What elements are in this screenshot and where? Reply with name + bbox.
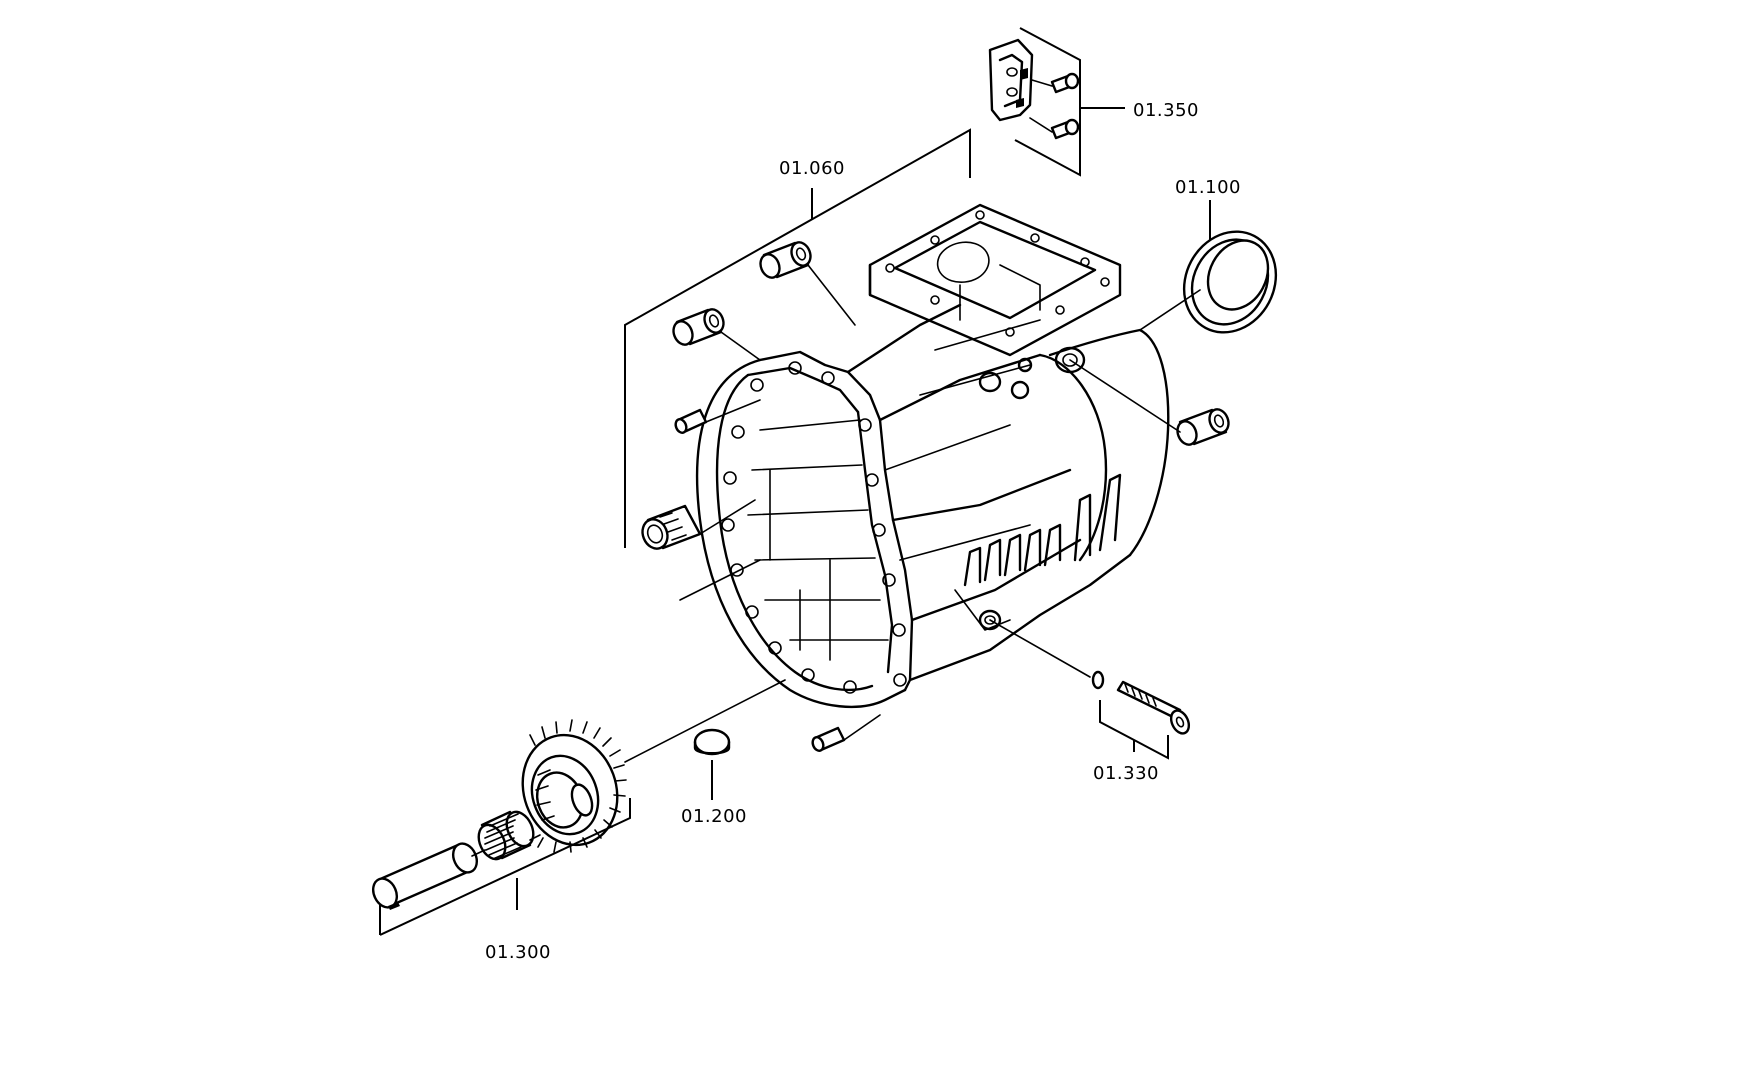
transmission-housing[interactable] [695,203,1170,709]
callout-housing: 01.060 [779,158,845,179]
shift-bracket[interactable] [988,27,1081,177]
idler-shaft[interactable] [369,840,482,911]
flange-bolt-holes [721,361,907,694]
housing-screw[interactable] [1091,670,1192,736]
idler-gear[interactable] [508,719,633,858]
sealing-plug[interactable] [693,728,731,756]
callout-bracket: 01.350 [1133,100,1199,121]
idler-gear-set[interactable] [369,719,633,911]
callout-gear-set: 01.300 [485,942,551,963]
callout-screw: 01.330 [1093,763,1159,784]
housing-fins [963,473,1122,587]
callout-plug: 01.200 [681,806,747,827]
callout-seal: 01.100 [1175,177,1241,198]
needle-bearing[interactable] [474,808,539,864]
oil-seal-ring[interactable] [1167,215,1294,348]
